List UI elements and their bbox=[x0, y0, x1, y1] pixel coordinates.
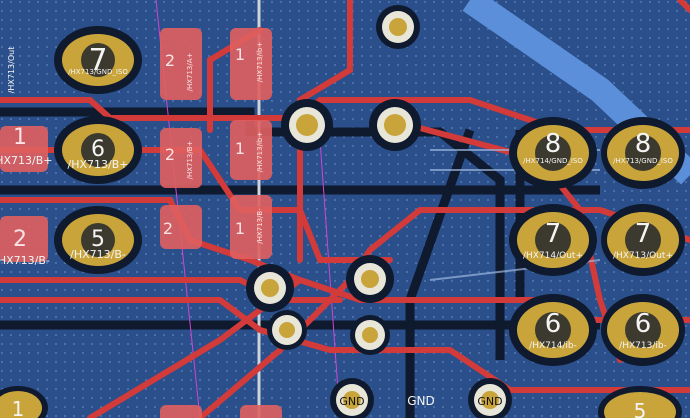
right-pads-a[interactable] bbox=[509, 117, 597, 366]
left-pads[interactable] bbox=[54, 26, 142, 274]
smd-col2-1-net: /HX713/ib+ bbox=[256, 132, 264, 173]
pad-left-6 bbox=[54, 116, 142, 184]
pad-right-a-8-num: 8 bbox=[545, 129, 562, 159]
smd-edge-1-num: 2 bbox=[13, 227, 27, 252]
pad-right-b-6-num: 6 bbox=[635, 309, 652, 339]
smd-col1-1-net: /HX713/B+ bbox=[186, 140, 194, 179]
pad-right-a-6-num: 6 bbox=[545, 309, 562, 339]
smd-edge-0-net: /HX713/B+ bbox=[0, 154, 52, 167]
smd-col1-0-num: 2 bbox=[165, 51, 175, 70]
smd-col2-2-net: /HX713/B- bbox=[256, 208, 264, 244]
pad-right-b-6-net: /HX713/ib- bbox=[619, 341, 667, 351]
pad-right-b-8-num: 8 bbox=[635, 129, 652, 159]
pad-right-b-8-net: /HX713/GND_ISO bbox=[613, 157, 673, 165]
smd-col1-2-num: 2 bbox=[163, 219, 173, 238]
smd-col1-0-net: /HX713/A+ bbox=[186, 52, 194, 91]
pad-right-b-7-num: 7 bbox=[635, 219, 652, 249]
pad-left-5 bbox=[54, 206, 142, 274]
partial-pads[interactable] bbox=[0, 386, 682, 418]
smd-col2-2-num: 1 bbox=[235, 219, 245, 238]
smd-col2-0-net: /HX713/ib+ bbox=[256, 42, 264, 83]
pad-left-7-num: 7 bbox=[88, 43, 107, 78]
smd-col1-1-num: 2 bbox=[165, 145, 175, 164]
smd-pads[interactable] bbox=[0, 28, 282, 418]
partial-pad-right-num: 5 bbox=[634, 399, 647, 418]
pad-left-5-num: 5 bbox=[91, 227, 105, 252]
pad-right-a-8-net: /HX714/GND_ISO bbox=[523, 157, 583, 165]
pad-left-7 bbox=[54, 26, 142, 94]
edge-out-label: /HX713/Out bbox=[7, 47, 16, 94]
vias[interactable] bbox=[246, 5, 512, 418]
pad-left-7-net: /HX713/GND_ISO bbox=[68, 68, 128, 76]
right-pads-b[interactable] bbox=[601, 117, 685, 366]
pad-left-5-net: /HX713/B- bbox=[70, 248, 126, 261]
smd-col2-1-num: 1 bbox=[235, 139, 245, 158]
pad-left-6-net: /HX713/B+ bbox=[68, 158, 129, 171]
gnd-pad-left-label: GND bbox=[339, 395, 364, 408]
smd-col2-0-num: 1 bbox=[235, 45, 245, 64]
gnd-label: GND bbox=[407, 394, 435, 408]
gnd-pad-right-label: GND bbox=[477, 395, 502, 408]
pad-left-6-num: 6 bbox=[91, 137, 105, 162]
pad-right-a-7-num: 7 bbox=[545, 219, 562, 249]
partial-pad-bottom-num: 1 bbox=[12, 397, 25, 418]
smd-edge-0-num: 1 bbox=[13, 125, 27, 150]
ratsnest-line-2 bbox=[319, 139, 341, 418]
pad-right-a-6-net: /HX714/ib- bbox=[529, 341, 577, 351]
pad-right-a-7-net: /HX714/Out+ bbox=[523, 251, 583, 261]
smd-edge-1-net: /HX713/B- bbox=[0, 254, 50, 267]
pad-right-b-7-net: /HX713/Out+ bbox=[613, 251, 673, 261]
